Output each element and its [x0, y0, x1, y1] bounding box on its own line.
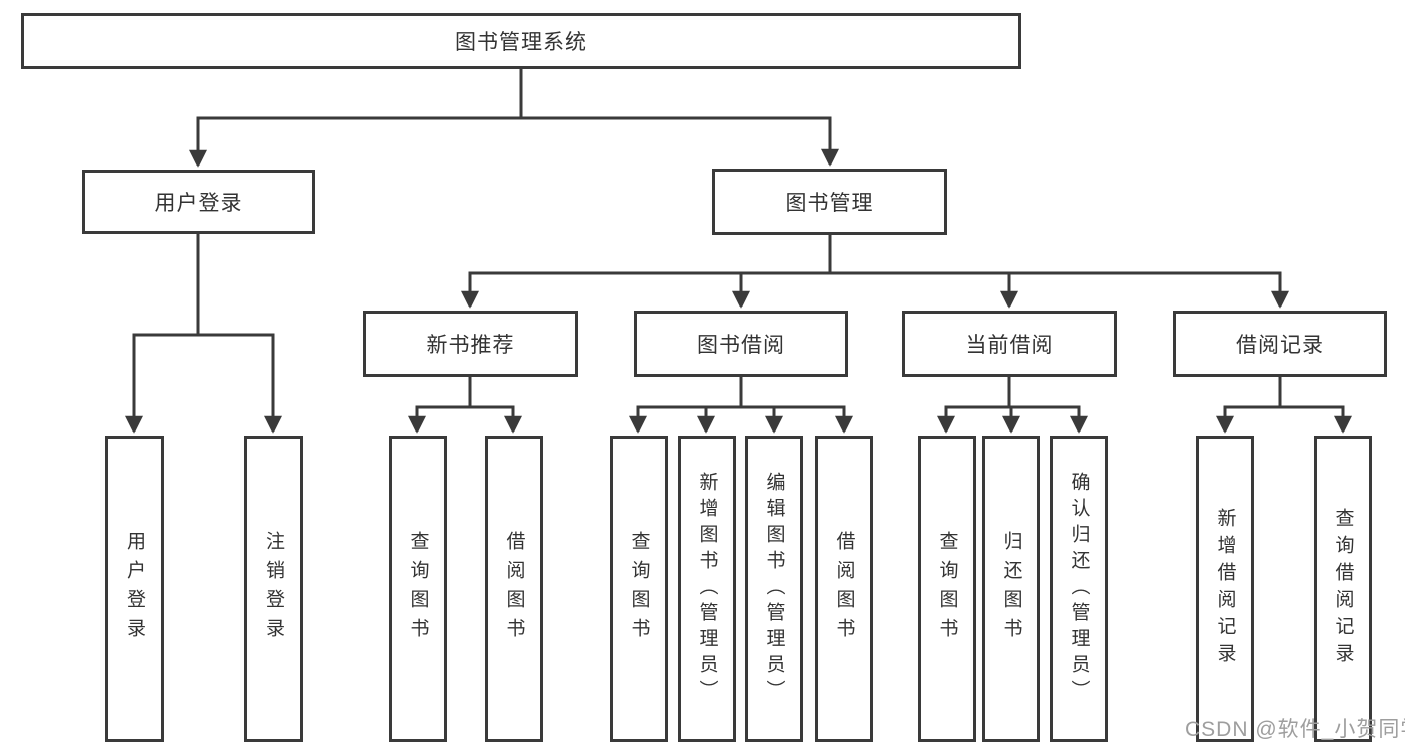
leaf-user-login: 用户登录	[105, 436, 164, 742]
node-current-borrow-label: 当前借阅	[965, 334, 1054, 357]
leaf-borrow-books-recommend-label: 借阅图书	[503, 531, 525, 647]
leaf-query-borrow-record: 查询借阅记录	[1314, 436, 1372, 742]
leaf-edit-book-admin: 编辑图书（管理员）	[745, 436, 803, 742]
leaf-add-book-admin-label: 新增图书（管理员）	[696, 472, 718, 706]
node-root-system-label: 图书管理系统	[455, 31, 587, 54]
node-borrow-record-label: 借阅记录	[1236, 334, 1324, 357]
node-book-borrow-label: 图书借阅	[697, 334, 785, 357]
leaf-query-books-current-label: 查询图书	[936, 531, 958, 647]
leaf-logout-label: 注销登录	[263, 531, 284, 647]
leaf-confirm-return-admin: 确认归还（管理员）	[1050, 436, 1108, 742]
leaf-edit-book-admin-label: 编辑图书（管理员）	[763, 472, 785, 706]
leaf-return-book: 归还图书	[982, 436, 1040, 742]
leaf-borrow-books-label: 借阅图书	[833, 531, 855, 647]
node-current-borrow: 当前借阅	[902, 311, 1117, 377]
leaf-borrow-books-recommend: 借阅图书	[485, 436, 543, 742]
node-borrow-record: 借阅记录	[1173, 311, 1387, 377]
leaf-query-books-borrow-label: 查询图书	[628, 531, 650, 647]
leaf-add-borrow-record: 新增借阅记录	[1196, 436, 1254, 742]
leaf-add-book-admin: 新增图书（管理员）	[678, 436, 736, 742]
leaf-logout: 注销登录	[244, 436, 303, 742]
node-book-borrow: 图书借阅	[634, 311, 848, 377]
leaf-query-books-recommend-label: 查询图书	[407, 531, 429, 647]
node-new-book-recommend: 新书推荐	[363, 311, 578, 377]
leaf-query-borrow-record-label: 查询借阅记录	[1332, 508, 1354, 670]
node-book-management: 图书管理	[712, 169, 947, 235]
leaf-query-books-borrow: 查询图书	[610, 436, 668, 742]
node-user-login: 用户登录	[82, 170, 315, 234]
leaf-add-borrow-record-label: 新增借阅记录	[1214, 508, 1236, 670]
leaf-borrow-books: 借阅图书	[815, 436, 873, 742]
node-new-book-recommend-label: 新书推荐	[426, 334, 515, 357]
leaf-confirm-return-admin-label: 确认归还（管理员）	[1068, 472, 1090, 706]
leaf-query-books-current: 查询图书	[918, 436, 976, 742]
node-book-management-label: 图书管理	[785, 192, 874, 215]
leaf-return-book-label: 归还图书	[1000, 531, 1022, 647]
node-user-login-label: 用户登录	[154, 192, 243, 215]
csdn-watermark: CSDN @软件_小贺同学	[1185, 718, 1405, 741]
leaf-query-books-recommend: 查询图书	[389, 436, 447, 742]
node-root-system: 图书管理系统	[21, 13, 1021, 69]
leaf-user-login-label: 用户登录	[124, 531, 145, 647]
